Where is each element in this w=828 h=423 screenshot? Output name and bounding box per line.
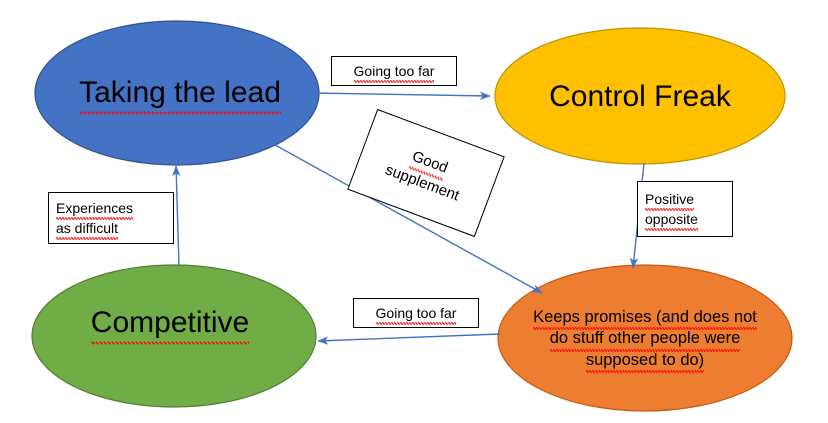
node-control-freak[interactable] — [494, 27, 786, 165]
edge-label-text: Going too far — [375, 303, 456, 326]
node-taking-the-lead[interactable] — [34, 20, 320, 166]
edge-label-text: Going too far — [353, 61, 434, 84]
edge-label-going-too-far-top[interactable]: Going too far — [331, 56, 457, 86]
edge-label-going-too-far-bottom[interactable]: Going too far — [353, 298, 479, 328]
edge-competitive-to-lead[interactable] — [172, 165, 181, 267]
edge-lead-to-keeps[interactable] — [267, 140, 543, 294]
node-competitive[interactable] — [31, 264, 317, 408]
edge-label-line-2: opposite — [645, 209, 698, 232]
edge-keeps-to-competitive[interactable] — [317, 333, 501, 345]
edge-label-line-1: Positive — [645, 189, 695, 212]
edge-label-positive-opposite[interactable]: Positive opposite — [637, 181, 733, 237]
node-keeps-promises[interactable] — [497, 264, 793, 412]
edge-label-experiences-as-difficult[interactable]: Experiences as difficult — [48, 192, 174, 244]
edge-label-line-1: Experiences — [56, 198, 134, 221]
edge-lead-to-control[interactable] — [311, 91, 491, 101]
edge-label-line-2: as difficult — [56, 218, 118, 241]
